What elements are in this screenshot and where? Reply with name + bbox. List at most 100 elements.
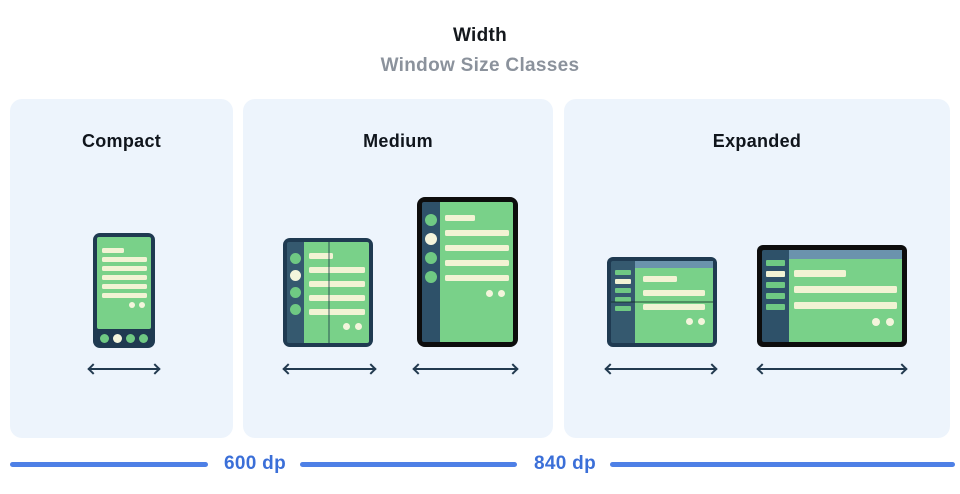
content-line	[794, 302, 897, 309]
rail-dot-icon	[290, 304, 301, 315]
laptop-illustration	[757, 245, 907, 347]
panel-medium: Medium	[243, 99, 553, 438]
arrow-head-left	[282, 362, 294, 375]
sidebar-bar-icon	[766, 260, 785, 266]
arrow-shaft	[90, 367, 158, 370]
content-line	[445, 275, 509, 281]
screen-main	[635, 261, 713, 343]
sidebar-bar-icon	[615, 297, 631, 302]
foldable-screen	[304, 242, 369, 343]
rail-dot-icon	[425, 233, 437, 245]
page-title: Width	[452, 25, 508, 46]
page-subtitle: Window Size Classes	[380, 55, 580, 76]
content-line	[102, 248, 124, 253]
arrow-head-right	[365, 362, 377, 375]
content-dots	[643, 318, 707, 325]
content-line	[445, 245, 509, 251]
panel-medium-label: Medium	[363, 131, 433, 151]
content-line	[643, 276, 677, 282]
sidebar-bar-icon	[766, 271, 785, 277]
phone-nav-bar	[93, 329, 155, 348]
sidebar-bar-icon	[766, 293, 785, 299]
sidebar-bar-icon	[766, 304, 785, 310]
arrow-shaft	[607, 367, 715, 370]
content-line	[445, 230, 509, 236]
top-app-bar	[789, 250, 902, 259]
panel-compact-label: Compact	[81, 131, 162, 151]
horizontal-resize-arrow-icon	[604, 362, 718, 375]
arrow-shaft	[759, 367, 905, 370]
tablet-screen	[440, 202, 513, 342]
arrow-shaft	[285, 367, 374, 370]
content-line	[309, 295, 365, 301]
arrow-head-left	[412, 362, 424, 375]
breakpoint-line-segment	[300, 462, 517, 467]
rail-dot-icon	[425, 271, 437, 283]
content-line	[102, 257, 147, 262]
content-line	[102, 275, 147, 280]
horizontal-resize-arrow-icon	[412, 362, 519, 375]
nav-dot-icon	[100, 334, 109, 343]
breakpoint-line-segment	[10, 462, 208, 467]
content-line	[102, 266, 147, 271]
panel-expanded-label: Expanded	[712, 131, 802, 151]
foldable-illustration	[283, 238, 373, 347]
content-line	[102, 284, 147, 289]
arrow-head-right	[149, 362, 161, 375]
breakpoint-840dp-label: 840 dp	[534, 453, 596, 474]
content-line	[794, 286, 897, 293]
phone-screen	[97, 237, 151, 329]
content-line	[794, 270, 846, 277]
content-line	[643, 290, 705, 296]
panel-expanded: Expanded	[564, 99, 950, 438]
sidebar	[611, 261, 635, 343]
content-line	[102, 293, 147, 298]
horizontal-resize-arrow-icon	[282, 362, 377, 375]
dot-icon	[872, 318, 880, 326]
screen-main	[789, 250, 902, 342]
top-app-bar	[635, 261, 713, 268]
sidebar-bar-icon	[615, 270, 631, 275]
dot-icon	[343, 323, 350, 330]
arrow-head-right	[896, 362, 908, 375]
dot-icon	[139, 302, 145, 308]
content-line	[445, 260, 509, 266]
rail-dot-icon	[290, 253, 301, 264]
dot-icon	[686, 318, 693, 325]
content-line	[309, 267, 365, 273]
fold-line	[611, 301, 713, 303]
landscape-foldable-illustration	[607, 257, 717, 347]
sidebar	[762, 250, 789, 342]
diagram-header: Width Window Size Classes	[0, 25, 960, 77]
dot-icon	[129, 302, 135, 308]
arrow-head-left	[604, 362, 616, 375]
breakpoint-line-segment	[610, 462, 955, 467]
rail-dot-icon	[425, 214, 437, 226]
content-dots	[445, 290, 509, 297]
tablet-illustration	[417, 197, 518, 347]
sidebar-bar-icon	[615, 279, 631, 284]
phone-illustration	[93, 233, 155, 348]
nav-rail	[287, 242, 304, 343]
content-line	[309, 309, 365, 315]
horizontal-resize-arrow-icon	[87, 362, 161, 375]
dot-icon	[498, 290, 505, 297]
nav-dot-icon	[126, 334, 135, 343]
arrow-shaft	[415, 367, 516, 370]
rail-dot-icon	[425, 252, 437, 264]
content-dots	[309, 323, 365, 330]
arrow-head-right	[706, 362, 718, 375]
arrow-head-left	[87, 362, 99, 375]
content-line	[445, 215, 475, 221]
dot-icon	[698, 318, 705, 325]
rail-dot-icon	[290, 287, 301, 298]
panel-compact: Compact	[10, 99, 233, 438]
dot-icon	[355, 323, 362, 330]
nav-dot-icon	[113, 334, 122, 343]
arrow-head-left	[756, 362, 768, 375]
arrow-head-right	[507, 362, 519, 375]
breakpoint-600dp-label: 600 dp	[224, 453, 286, 474]
sidebar-bar-icon	[615, 288, 631, 293]
screen-content	[635, 268, 713, 343]
sidebar-bar-icon	[615, 306, 631, 311]
